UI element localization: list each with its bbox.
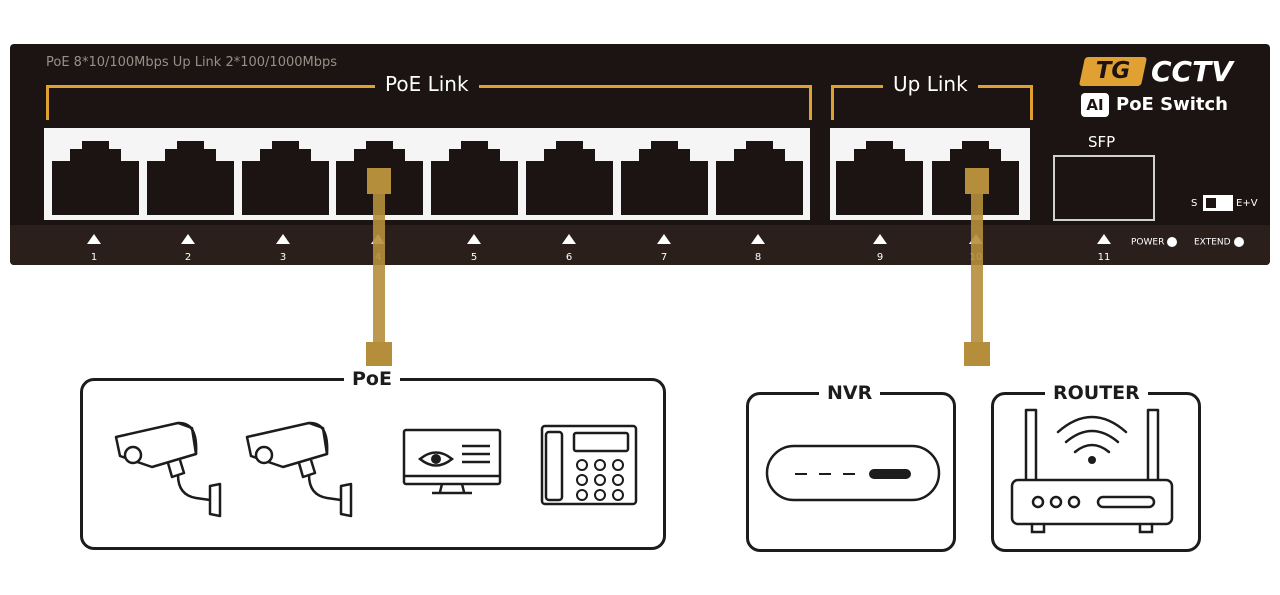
mode-switch-knob: [1206, 198, 1216, 208]
camera-icon: [245, 421, 353, 518]
port-arrow: [87, 234, 101, 244]
port-number: 7: [660, 252, 668, 263]
power-label: POWER: [1131, 237, 1165, 248]
ethernet-port-6[interactable]: [526, 141, 613, 215]
power-led-indicator: POWER: [1131, 237, 1178, 248]
sfp-label: SFP: [1088, 133, 1116, 151]
phone-icon: [540, 424, 638, 506]
port-number: 5: [470, 252, 478, 263]
ethernet-port-7[interactable]: [621, 141, 708, 215]
port-arrow: [276, 234, 290, 244]
power-led: [1167, 237, 1178, 247]
brand-name: CCTV: [1151, 55, 1233, 88]
port-arrow: [657, 234, 671, 244]
cable-end-port-4: [366, 342, 392, 366]
extend-label: EXTEND: [1194, 237, 1231, 248]
port-number: 1: [90, 252, 98, 263]
poe-group-title: PoE: [344, 368, 400, 390]
switch-right-label: E+V: [1236, 198, 1258, 209]
nvr-title: NVR: [819, 382, 881, 404]
spec-text: PoE 8*10/100Mbps Up Link 2*100/1000Mbps: [46, 55, 338, 70]
cable-port-10: [971, 194, 983, 342]
ethernet-port-9[interactable]: [836, 141, 923, 215]
uplink-port-bank: [830, 128, 1030, 220]
port-number: 9: [876, 252, 884, 263]
poe-devices-box: [80, 378, 666, 550]
port-arrow: [1097, 234, 1111, 244]
port-arrow: [181, 234, 195, 244]
extend-led-indicator: EXTEND: [1194, 237, 1244, 248]
cable-plug-port-4: [367, 168, 391, 194]
port-number: 3: [279, 252, 287, 263]
ethernet-port-5[interactable]: [431, 141, 518, 215]
nvr-icon: [765, 444, 941, 502]
sfp-port[interactable]: [1053, 155, 1155, 221]
port-number: 2: [184, 252, 192, 263]
router-icon: [1010, 408, 1174, 534]
port-number: 8: [754, 252, 762, 263]
cable-end-port-10: [964, 342, 990, 366]
ai-badge: AI: [1086, 96, 1104, 114]
port-number-strip: [10, 225, 1270, 265]
ethernet-port-1[interactable]: [52, 141, 139, 215]
switch-left-label: S: [1191, 198, 1198, 209]
port-arrow: [751, 234, 765, 244]
ethernet-port-8[interactable]: [716, 141, 803, 215]
ethernet-port-2[interactable]: [147, 141, 234, 215]
cable-plug-port-10: [965, 168, 989, 194]
product-name: PoE Switch: [1116, 94, 1228, 115]
ethernet-port-3[interactable]: [242, 141, 329, 215]
cable-port-4: [373, 194, 385, 342]
brand-logo: TG: [1095, 58, 1131, 84]
mode-switch[interactable]: [1203, 195, 1233, 211]
port-number: 11: [1097, 252, 1111, 263]
port-arrow: [562, 234, 576, 244]
camera-icon: [114, 421, 222, 518]
monitor-icon: [402, 428, 502, 495]
nvr-box: [746, 392, 956, 552]
ai-badge-bg: [1081, 93, 1109, 117]
extend-led: [1233, 237, 1244, 247]
uplink-label: Up Link: [883, 72, 978, 96]
port-number: 6: [565, 252, 573, 263]
poe-link-label: PoE Link: [375, 72, 479, 96]
router-title: ROUTER: [1045, 382, 1148, 404]
poe-port-bank: [44, 128, 810, 220]
port-arrow: [467, 234, 481, 244]
port-arrow: [873, 234, 887, 244]
